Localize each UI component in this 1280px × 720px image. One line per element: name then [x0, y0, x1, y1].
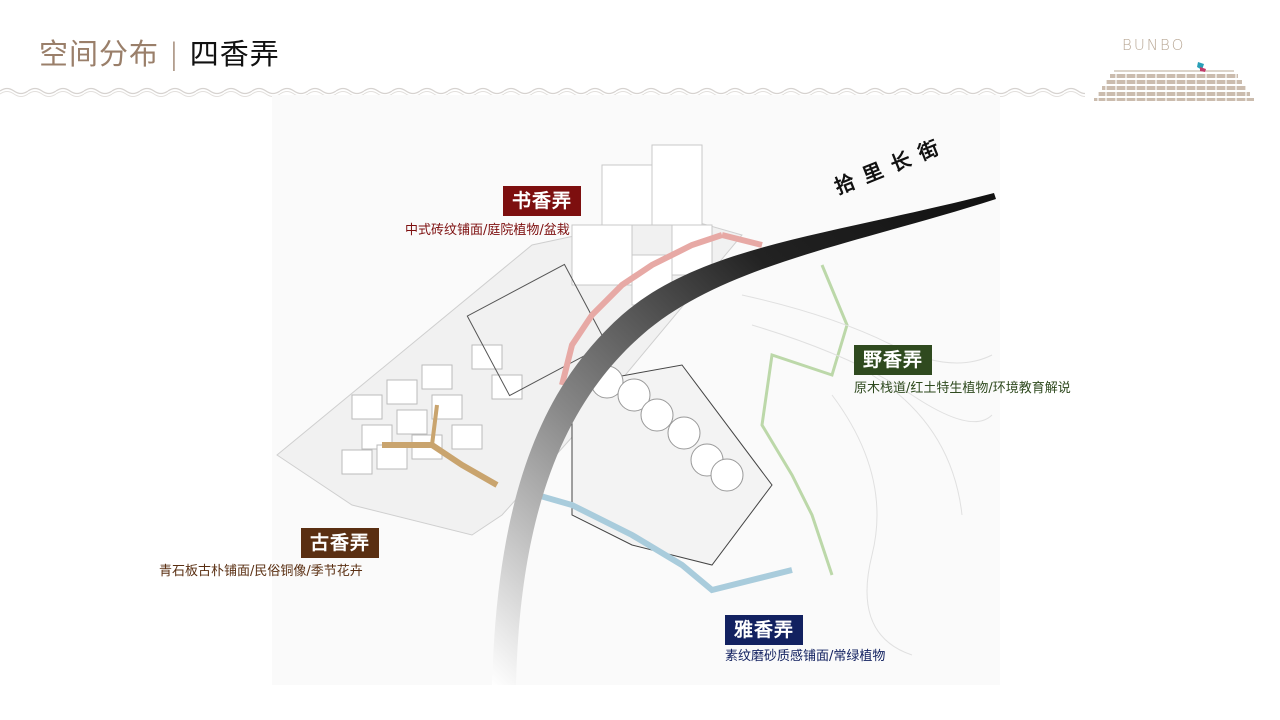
zone-label-ya: 雅香弄: [725, 615, 804, 645]
section-label: 空间分布: [39, 37, 160, 71]
brand-logo: BUNBO: [1086, 30, 1266, 102]
zone-desc-ye: 原木栈道/红土特生植物/环境教育解说: [854, 381, 1071, 396]
tiled-roof-icon: [1094, 62, 1254, 101]
zone-desc-gu: 青石板古朴铺面/民俗铜像/季节花卉: [159, 564, 363, 579]
page-heading: 四香弄: [189, 37, 280, 71]
logo-text: BUNBO: [1122, 36, 1186, 54]
zone-label-ye: 野香弄: [854, 345, 933, 375]
site-plan-map: [272, 95, 1000, 685]
zone-label-shu: 书香弄: [503, 186, 582, 216]
title-separator: |: [169, 37, 180, 71]
zone-desc-ya: 素纹磨砂质感铺面/常绿植物: [725, 649, 886, 664]
zone-label-gu: 古香弄: [301, 528, 380, 558]
zone-desc-shu: 中式砖纹铺面/庭院植物/盆栽: [405, 223, 570, 238]
page-title: 空间分布 | 四香弄: [39, 34, 280, 74]
